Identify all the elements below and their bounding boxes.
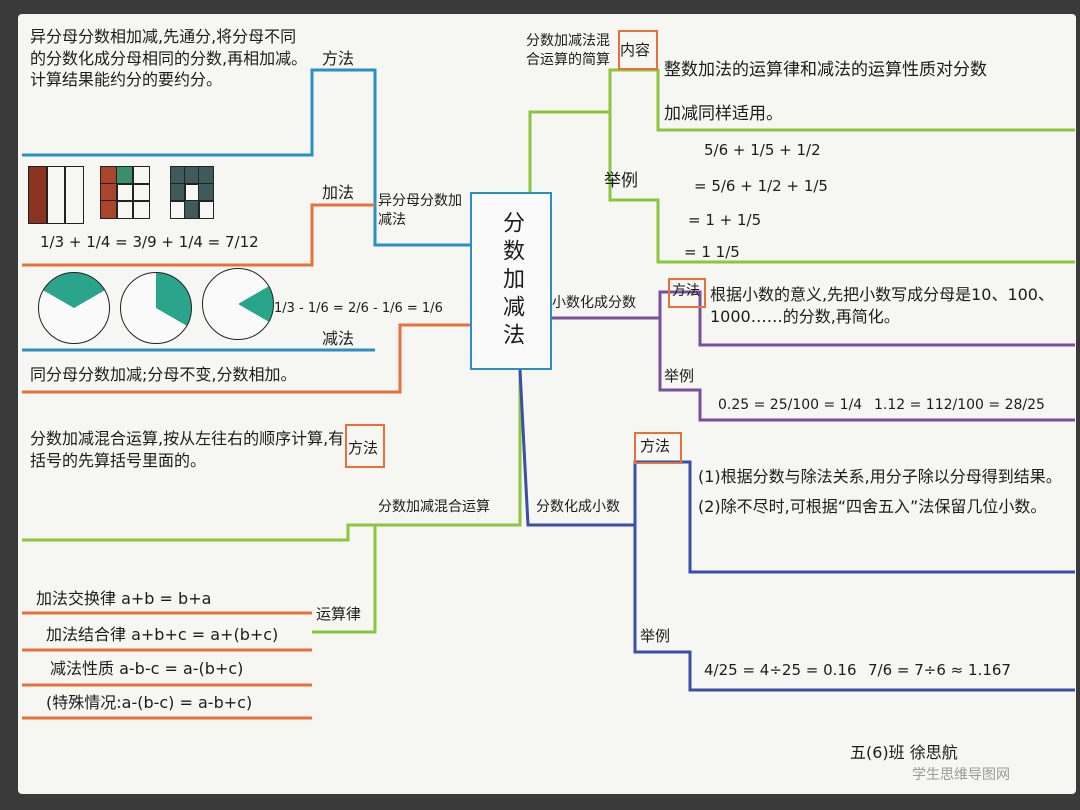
line-method2 [22,523,375,542]
line-right2-example [658,318,1075,422]
sub-formula: 1/3 - 1/6 = 2/6 - 1/6 = 1/6 [274,301,443,316]
method3-text: 根据小数的意义,先把小数写成分母是10、100、1000……的分数,再简化。 [710,285,1054,326]
method-text: 异分母分数相加减,先通分,将分母不同的分数化成分母相同的分数,再相加减。计算结果… [30,27,308,90]
content-label: 内容 [620,41,651,59]
method4-label-box [634,432,682,464]
example1-line-3: = 1 + 1/5 [688,211,762,229]
line-right2 [548,290,1075,347]
example2-label: 举例 [664,367,695,385]
right1-label: 分数加减法混合运算的简算 [526,33,610,68]
method2-label: 方法 [348,439,379,457]
law-4: (特殊情况:a-(b-c) = a-b+c) [46,693,253,712]
pie-result [202,268,274,340]
line-branch1 [22,68,470,247]
center-topic: 分数加减法 [470,192,552,370]
same-denominator-text: 同分母分数加减;分母不变,分数相加。 [30,365,297,384]
method4-label: 方法 [640,437,671,455]
branch1-label: 异分母分数加减法 [378,193,462,228]
example1-line-1: 5/6 + 1/5 + 1/2 [704,141,821,159]
add-label: 加法 [322,183,355,202]
center-title: 分数加减法 [499,211,524,351]
example1-label: 举例 [604,171,638,191]
example3-a: 4/25 = 4÷25 = 0.16 [704,661,857,679]
pie-thirds [38,272,110,344]
method2-label-box [345,424,385,468]
right2-label: 小数化成分数 [552,295,636,311]
sub-label: 减法 [322,329,355,348]
line-same-denominator [22,323,470,394]
paper-sheet [18,14,1076,794]
law-2: 加法结合律 a+b+c = a+(b+c) [46,625,279,644]
example3-label: 举例 [640,627,671,645]
example1-line-4: = 1 1/5 [684,243,740,261]
law-label: 运算律 [316,605,362,623]
method3-label: 方法 [672,283,700,299]
method-label: 方法 [322,49,355,68]
method2-text: 分数加减混合运算,按从左往右的顺序计算,有括号的先算括号里面的。 [30,429,345,470]
content-text: 整数加法的运算律和减法的运算性质对分数加减同样适用。 [664,60,987,125]
example2-b: 1.12 = 112/100 = 28/25 [874,397,1045,413]
line-right1-example [608,112,1075,264]
content-label-box [618,30,658,70]
branch2-label: 分数加减混合运算 [378,499,490,515]
right3-label: 分数化成小数 [536,499,620,515]
pie-sixths [120,272,192,344]
law-3: 减法性质 a-b-c = a-(b+c) [50,659,244,678]
method3-label-box [668,278,706,308]
example3-b: 7/6 = 7÷6 ≈ 1.167 [868,661,1011,679]
example1-line-2: = 5/6 + 1/2 + 1/5 [694,177,828,195]
law-1: 加法交换律 a+b = b+a [36,589,212,608]
line-right3-example [633,525,1075,692]
signature: 五(6)班 徐思航 [850,743,958,762]
line-add [22,203,375,267]
example2-a: 0.25 = 25/100 = 1/4 [718,397,863,413]
method4-text: (1)根据分数与除法关系,用分子除以分母得到结果。(2)除不尽时,可根据“四舍五… [698,467,1062,517]
watermark: 学生思维导图网 [912,767,1010,783]
add-formula: 1/3 + 1/4 = 3/9 + 1/4 = 7/12 [40,233,259,251]
